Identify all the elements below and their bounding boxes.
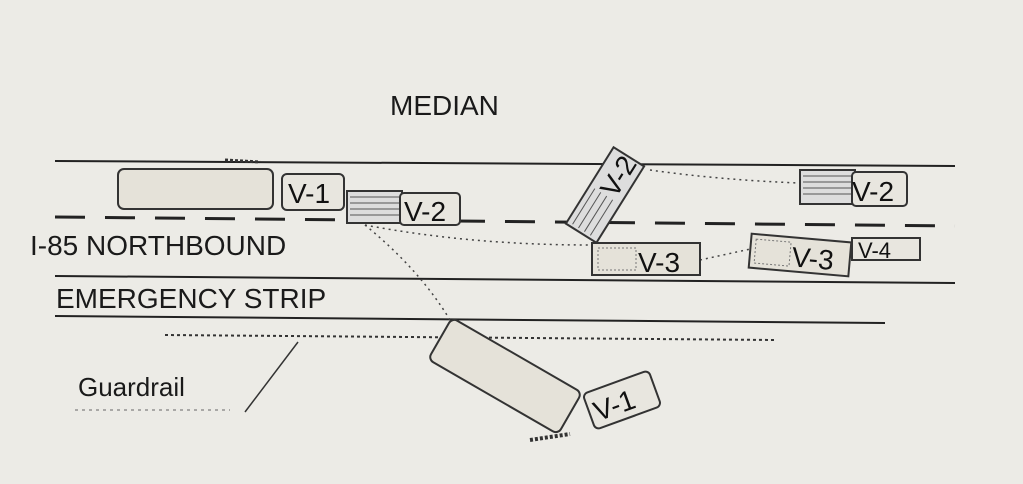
- v1-cab: [281, 173, 345, 211]
- v2-final-hatch: [803, 175, 852, 195]
- v4-body: [851, 237, 921, 261]
- v2-body-hatched: [346, 190, 403, 224]
- median-edge-line: [54, 160, 956, 167]
- v1-trajectory: [364, 224, 451, 321]
- v1-skid-marks: [224, 158, 261, 164]
- v1-final-trailer: [429, 318, 581, 434]
- median-label: MEDIAN: [390, 90, 499, 121]
- emergency-strip-label: EMERGENCY STRIP: [56, 283, 327, 314]
- v3-final-vehicle: V-3: [747, 232, 853, 278]
- v2-final-cab: [851, 171, 908, 207]
- v2-trajectory: [364, 224, 591, 246]
- v1-final-skid-marks: [529, 432, 571, 442]
- v2-start-label: V-2: [404, 196, 446, 227]
- v2-final-trajectory: [649, 169, 801, 184]
- emergency-strip-edge-line: [54, 315, 886, 324]
- v3-trajectory: [699, 247, 756, 261]
- lane-divider-dashed: [54, 215, 956, 228]
- road-label: I-85 NORTHBOUND: [30, 230, 287, 261]
- v2-final-body: [799, 169, 856, 205]
- guardrail-leader-line: [244, 341, 299, 413]
- v1-trailer: [117, 168, 274, 210]
- v2-final-label: V-2: [852, 176, 894, 207]
- v2-hatch: [350, 196, 399, 216]
- v2-cab: [399, 192, 461, 226]
- v1-final-cab: V-1: [583, 370, 661, 430]
- guardrail-label: Guardrail: [78, 372, 185, 402]
- v3-start-inner: [597, 247, 637, 271]
- road-edge-line: [54, 275, 956, 284]
- v4-label: V-4: [858, 238, 891, 263]
- v3-start-label: V-3: [638, 247, 680, 278]
- v2-rotated-vehicle: V-2: [564, 145, 646, 245]
- v1-start-label: V-1: [288, 178, 330, 209]
- v3-final-label: V-3: [790, 241, 835, 276]
